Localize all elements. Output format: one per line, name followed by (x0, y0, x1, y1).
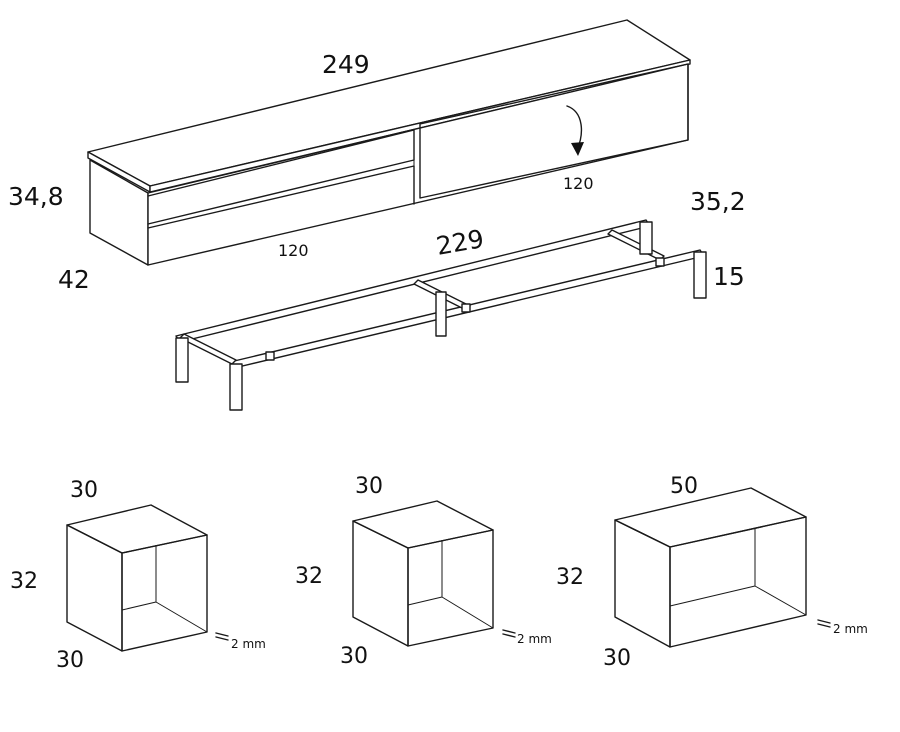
cube-2-thickness-mark-b (502, 633, 516, 638)
cube-shelf-2 (352, 500, 516, 647)
cube-3-inner-floor (669, 585, 756, 607)
flap-arrow-head (571, 142, 584, 156)
cube-1-side (66, 524, 123, 652)
cube-2-inner-back (441, 540, 494, 629)
cube-1-front (121, 534, 208, 652)
frame-leg-middle (435, 291, 447, 337)
frame-cross-bar-right (607, 229, 665, 261)
cube-3-thickness-mark-b (817, 623, 831, 628)
frame-joint-right (655, 257, 665, 267)
cube-2-width-label: 30 (355, 474, 383, 499)
frame-leg-back-left (175, 337, 189, 383)
cube-2-thickness-label: 2 mm (517, 632, 552, 646)
frame-leg-back-right (639, 221, 653, 255)
cube-3-depth-label: 30 (603, 646, 631, 671)
door-right-width-label: 120 (563, 174, 594, 193)
cube-1-thickness-mark-a (215, 632, 229, 637)
cube-1-depth-label: 30 (56, 648, 84, 673)
cube-3-thickness-label: 2 mm (833, 622, 868, 636)
cube-3-side (614, 519, 671, 648)
frame-height-label: 15 (713, 262, 745, 291)
cube-2-height-label: 32 (295, 564, 323, 589)
sideboard-cabinet (87, 19, 691, 266)
cube-1-height-label: 32 (10, 569, 38, 594)
cube-1-inner-floor (121, 601, 157, 611)
frame-leg-front-left (229, 363, 243, 411)
cube-2-thickness-mark-a (502, 629, 516, 634)
cube-1-inner-back (155, 545, 208, 633)
cube-3-width-label: 50 (670, 474, 698, 499)
cube-shelf-3 (614, 487, 831, 648)
cabinet-height-label: 34,8 (8, 182, 64, 211)
cube-2-side (352, 520, 409, 647)
metal-base-frame (175, 219, 707, 411)
cube-3-thickness-mark-a (817, 619, 831, 624)
cube-2-front (407, 529, 494, 647)
drawer-left-width-label: 120 (278, 241, 309, 260)
cube-1-thickness-mark-b (215, 636, 229, 641)
cube-3-inner-back (754, 529, 807, 616)
frame-depth-label: 35,2 (690, 187, 746, 216)
cube-2-top (352, 500, 494, 549)
frame-joint-left (265, 351, 275, 361)
frame-cross-bar-left (179, 333, 237, 365)
cube-1-top (66, 504, 208, 554)
cube-2-inner-floor (407, 596, 443, 606)
frame-joint-middle (461, 303, 471, 313)
door-right-outline (419, 63, 689, 199)
cabinet-width-label: 249 (322, 50, 370, 79)
cube-1-thickness-label: 2 mm (231, 637, 266, 651)
frame-leg-front-right (693, 251, 707, 299)
cube-3-front (669, 516, 807, 648)
cube-2-depth-label: 30 (340, 644, 368, 669)
cube-shelf-1 (66, 504, 229, 652)
cabinet-depth-label: 42 (58, 265, 90, 294)
cube-3-height-label: 32 (556, 565, 584, 590)
frame-length-label: 229 (434, 224, 486, 261)
cube-1-width-label: 30 (70, 478, 98, 503)
